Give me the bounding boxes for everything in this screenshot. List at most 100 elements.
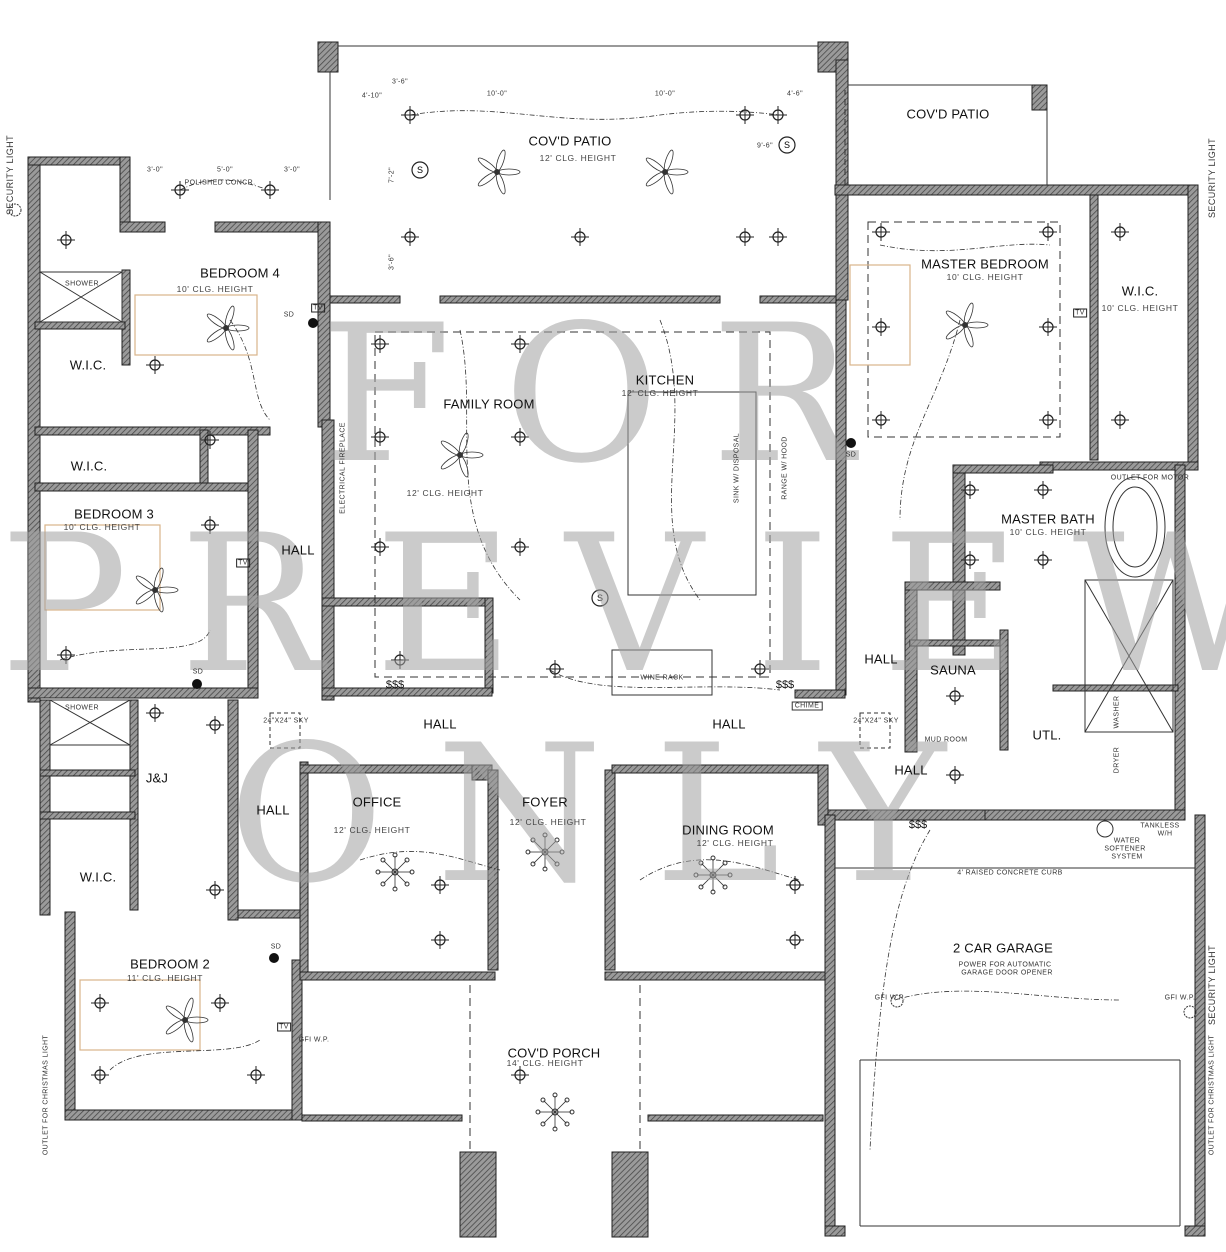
wall	[439, 295, 721, 304]
wall	[909, 639, 1006, 647]
ceiling-height-patio: 12' CLG. HEIGHT	[539, 153, 617, 163]
note-shower-1: SHOWER	[65, 280, 99, 288]
light-fixture-icon	[57, 231, 75, 249]
dimension: 3'-0"	[284, 166, 300, 174]
light-fixture-icon	[146, 356, 164, 374]
note-gfi: GFI W.P.	[298, 1036, 330, 1044]
note-security-light-3: SECURITY LIGHT	[1207, 945, 1217, 1025]
note-gfi: GFI W.P.	[1164, 994, 1196, 1002]
light-fixture-icon	[786, 931, 804, 949]
wall	[301, 1114, 463, 1122]
dimension: 3'-6"	[392, 78, 408, 86]
wall	[611, 764, 828, 774]
svg-text:S: S	[417, 165, 423, 175]
light-fixture-icon	[511, 538, 529, 556]
room-label-office: OFFICE	[352, 794, 402, 810]
garage-note-line-1: POWER FOR AUTOMATIC	[958, 961, 1052, 969]
bed	[79, 979, 201, 1051]
ceiling-height-family-room: 12' CLG. HEIGHT	[406, 488, 484, 498]
note-dryer: DRYER	[1113, 746, 1121, 774]
svg-text:S: S	[784, 140, 790, 150]
ceiling-height-bedroom-4: 10' CLG. HEIGHT	[176, 284, 254, 294]
ceiling-fan-icon	[440, 432, 484, 478]
tv-outlet: TV	[236, 558, 250, 568]
wall	[321, 597, 493, 607]
light-fixture-icon	[946, 766, 964, 784]
dimension: 3'-6"	[388, 254, 396, 270]
wall	[824, 814, 836, 1236]
bed	[134, 294, 258, 356]
room-label-hall-4: HALL	[256, 802, 290, 818]
room-label-bedroom-4: BEDROOM 4	[200, 265, 280, 281]
light-fixture-icon	[371, 428, 389, 446]
note-tub-outlet: OUTLET FOR MOTOR	[1110, 474, 1190, 482]
note-tankless-1: TANKLESS	[1140, 822, 1180, 830]
light-fixture-icon	[201, 431, 219, 449]
wall	[121, 269, 131, 366]
wall	[1187, 184, 1199, 471]
furniture-beds	[44, 264, 911, 1051]
room-label-bedroom-3: BEDROOM 3	[74, 506, 154, 522]
note-skylight-1: 24"X24" SKY	[263, 717, 309, 725]
room-label-master-bedroom: MASTER BEDROOM	[921, 256, 1049, 272]
ceiling-fan-icon	[945, 302, 989, 348]
room-label-mud-room: MUD ROOM	[924, 736, 968, 744]
smoke-detector-icon	[308, 318, 318, 328]
ceiling-height-master-wic: 10' CLG. HEIGHT	[1101, 303, 1179, 313]
note-sink: SINK W/ DISPOSAL	[733, 432, 741, 504]
bed	[44, 524, 161, 611]
switch-group: $$$	[385, 679, 405, 691]
wall	[834, 184, 1196, 196]
light-fixture-icon	[1034, 481, 1052, 499]
wall	[39, 769, 136, 777]
light-fixture-icon	[401, 106, 419, 124]
wall	[227, 699, 239, 921]
wall-pier	[1031, 84, 1048, 111]
note-electrical-fireplace: ELECTRICAL FIREPLACE	[339, 422, 347, 514]
light-fixture-icon	[206, 716, 224, 734]
wall-group	[27, 41, 1206, 1238]
light-fixture-icon	[736, 106, 754, 124]
wall	[1089, 194, 1099, 461]
wall	[214, 221, 331, 233]
wall	[129, 699, 139, 911]
room-label-wic-2: W.I.C.	[70, 458, 108, 474]
exterior-light-icon	[8, 203, 22, 217]
fixtures: SSS	[8, 106, 1197, 1132]
room-label-wic-3: W.I.C.	[79, 869, 117, 885]
dimension: 10'-0"	[654, 90, 676, 98]
note-christmas-outlet-1: OUTLET FOR CHRISTMAS LIGHT	[42, 1034, 50, 1156]
wall	[119, 221, 166, 233]
wall	[64, 911, 76, 1121]
note-wine-rack: WINE RACK	[640, 674, 684, 682]
chandelier-icon	[375, 852, 415, 892]
wall	[952, 464, 1054, 474]
wall	[1052, 684, 1179, 692]
light-fixture-icon	[247, 1066, 265, 1084]
note-gfi: GFI W.P.	[874, 994, 906, 1002]
wall	[604, 971, 826, 981]
ceiling-height-bedroom-3: 10' CLG. HEIGHT	[63, 522, 141, 532]
wall	[237, 909, 303, 919]
wall	[321, 687, 493, 697]
note-skylight-2: 24"X24" SKY	[853, 717, 899, 725]
light-fixture-icon	[511, 428, 529, 446]
light-fixture-icon	[511, 1066, 529, 1084]
room-label-wic-1: W.I.C.	[69, 357, 107, 373]
wall	[484, 597, 494, 694]
wall	[329, 295, 401, 304]
wall	[1194, 814, 1206, 1236]
room-label-hall-6: HALL	[894, 762, 928, 778]
switch-group: $$$	[908, 819, 928, 831]
wall	[39, 811, 136, 820]
room-label-kitchen: KITCHEN	[635, 372, 695, 388]
ceiling-height-master-bath: 10' CLG. HEIGHT	[1009, 527, 1087, 537]
note-sd-1: SD	[283, 311, 295, 319]
wall	[1174, 464, 1186, 816]
wall	[604, 769, 616, 971]
wall	[321, 419, 335, 701]
light-fixture-icon	[431, 876, 449, 894]
dimension: 5'-0"	[217, 166, 233, 174]
ceiling-height-bedroom-2: 11' CLG. HEIGHT	[126, 973, 204, 983]
smoke-detector-icon	[846, 438, 856, 448]
